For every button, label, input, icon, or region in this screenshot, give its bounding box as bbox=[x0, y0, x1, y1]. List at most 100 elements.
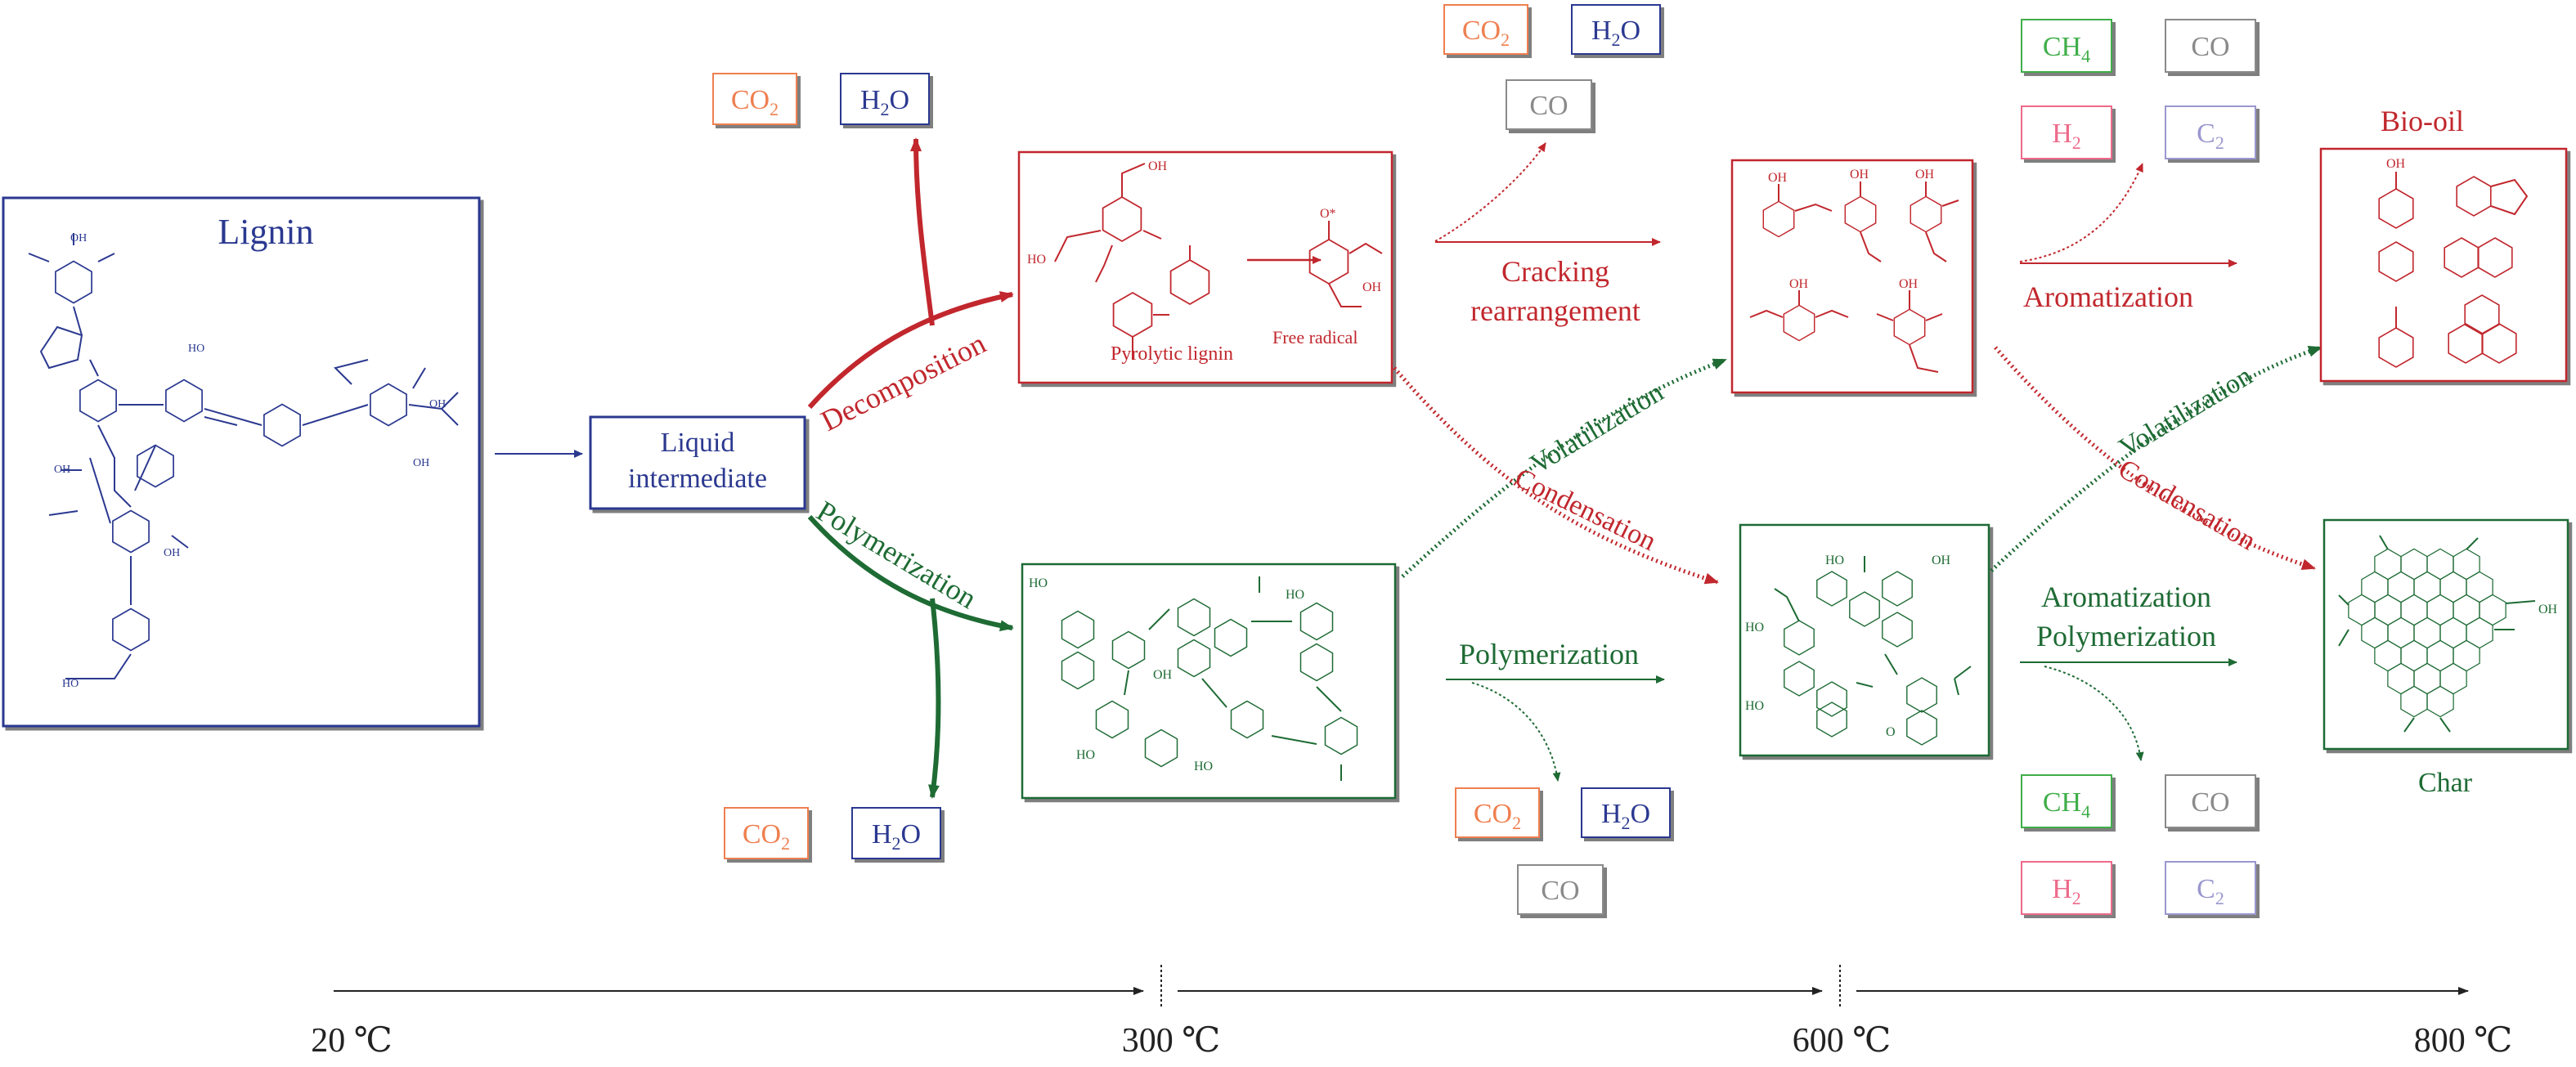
svg-text:HO: HO bbox=[1027, 253, 1046, 267]
char-structure bbox=[2338, 535, 2536, 733]
h2o-badge: H2O bbox=[1571, 4, 1661, 55]
condensed-aromatics-structure bbox=[1774, 556, 1972, 746]
temp-300: 300 ℃ bbox=[1122, 1022, 1220, 1060]
c2-badge: C2 bbox=[2165, 861, 2256, 915]
svg-text:OH: OH bbox=[1789, 277, 1809, 291]
svg-text:H2O: H2O bbox=[1591, 16, 1640, 50]
phenolics-node: OH OH OH OH OH bbox=[1730, 159, 1974, 394]
svg-text:HO: HO bbox=[1745, 621, 1764, 634]
h2o-badge: H2O bbox=[840, 73, 930, 125]
phenolics-atom-labels: OH OH OH OH OH bbox=[1768, 168, 1935, 291]
svg-text:H2: H2 bbox=[2052, 119, 2081, 153]
h2o-badge: H2O bbox=[851, 807, 941, 859]
arrow-polymerization-2-gases bbox=[1471, 682, 1561, 782]
arrow-cracking-gases bbox=[1434, 142, 1546, 242]
co2-badge: CO2 bbox=[712, 73, 797, 125]
svg-text:OH: OH bbox=[1362, 280, 1382, 294]
label-volatilization-2: Volatilization bbox=[2114, 361, 2258, 464]
svg-text:CO2: CO2 bbox=[1462, 16, 1510, 50]
svg-text:CH4: CH4 bbox=[2043, 787, 2090, 822]
condensed-aromatics-node: HO OH HO HO O bbox=[1739, 523, 1990, 757]
arrow-polymerization-gases bbox=[928, 598, 941, 799]
svg-text:CO: CO bbox=[1529, 91, 1568, 121]
pyrolytic-lignin-structure bbox=[1054, 163, 1383, 360]
co-badge: CO bbox=[2165, 774, 2256, 828]
svg-text:Aromatization: Aromatization bbox=[2041, 581, 2211, 613]
gas-group-1: CO2 H2O bbox=[712, 73, 930, 125]
svg-text:H2O: H2O bbox=[872, 819, 921, 854]
arrow-decomposition-gases bbox=[910, 137, 935, 326]
polymer-atom-labels: HO HO OH HO HO bbox=[1029, 576, 1304, 773]
gas-group-5: CH4 CO H2 C2 bbox=[2021, 19, 2256, 159]
gas-group-4: CO2 H2O CO bbox=[1455, 787, 1671, 915]
temp-600: 600 ℃ bbox=[1793, 1022, 1891, 1060]
label-condensation-2: Condensation bbox=[2113, 454, 2260, 557]
lignin-node: Lignin OH OH HO HO OH OH OH bbox=[2, 196, 481, 728]
svg-text:CO2: CO2 bbox=[731, 85, 779, 119]
arrow-aromatization-gases bbox=[2019, 163, 2143, 262]
label-condensation-1: Condensation bbox=[1510, 463, 1660, 557]
lignin-title: Lignin bbox=[218, 212, 313, 252]
phenolics-structure bbox=[1749, 182, 1959, 373]
arrow-volatilization-1 bbox=[1401, 357, 1727, 578]
svg-text:O: O bbox=[1886, 725, 1896, 739]
label-volatilization-1: Volatilization bbox=[1525, 377, 1669, 480]
condensed-atom-labels: HO OH HO HO O bbox=[1745, 554, 1951, 739]
svg-text:Cracking: Cracking bbox=[1501, 255, 1609, 288]
h2o-badge: H2O bbox=[1581, 787, 1671, 838]
label-pyrolytic-lignin: Pyrolytic lignin bbox=[1111, 343, 1233, 365]
arrow-polymerization bbox=[807, 514, 1014, 632]
svg-text:OH: OH bbox=[2538, 603, 2558, 616]
svg-text:CO: CO bbox=[2191, 787, 2229, 818]
svg-text:HO: HO bbox=[1194, 760, 1213, 773]
gas-group-2: CO2 H2O bbox=[724, 807, 941, 859]
label-decomposition: Decomposition bbox=[815, 327, 990, 438]
svg-text:CO2: CO2 bbox=[743, 819, 790, 854]
label-char: Char bbox=[2418, 768, 2473, 798]
svg-text:Liquid: Liquid bbox=[661, 428, 735, 458]
svg-text:OH: OH bbox=[1850, 168, 1869, 182]
label-polymerization-1: Polymerization bbox=[811, 495, 982, 616]
svg-text:OH: OH bbox=[1768, 171, 1788, 185]
svg-text:CO: CO bbox=[1541, 876, 1579, 906]
ch4-badge: CH4 bbox=[2021, 774, 2112, 828]
liquid-intermediate-node: Liquid intermediate bbox=[589, 415, 806, 510]
svg-text:HO: HO bbox=[1286, 588, 1304, 602]
co2-badge: CO2 bbox=[1443, 4, 1528, 55]
svg-text:HO: HO bbox=[188, 343, 204, 355]
arrow-condensation-2 bbox=[1994, 346, 2316, 571]
gas-group-3: CO2 H2O CO bbox=[1443, 4, 1661, 130]
svg-text:HO: HO bbox=[1745, 699, 1764, 713]
svg-text:C2: C2 bbox=[2197, 119, 2224, 153]
char-node: OH Char bbox=[2322, 518, 2569, 798]
temp-800: 800 ℃ bbox=[2414, 1022, 2512, 1060]
svg-text:OH: OH bbox=[1148, 159, 1168, 173]
svg-text:H2O: H2O bbox=[1601, 799, 1650, 833]
label-aromatization: Aromatization bbox=[2023, 280, 2193, 313]
svg-text:OH: OH bbox=[1899, 277, 1919, 291]
bio-oil-structures bbox=[2378, 172, 2529, 368]
svg-text:O*: O* bbox=[1320, 207, 1336, 221]
co2-badge: CO2 bbox=[724, 807, 809, 859]
co-badge: CO bbox=[2165, 19, 2256, 73]
svg-text:CO2: CO2 bbox=[1474, 799, 1521, 833]
co-badge: CO bbox=[1506, 79, 1592, 130]
svg-text:OH: OH bbox=[2386, 157, 2406, 171]
svg-text:OH: OH bbox=[1153, 668, 1173, 682]
svg-text:HO: HO bbox=[1029, 576, 1048, 590]
label-polymerization-2: Polymerization bbox=[1459, 638, 1639, 670]
svg-text:OH: OH bbox=[429, 398, 446, 410]
svg-text:OH: OH bbox=[1932, 554, 1951, 567]
svg-text:OH: OH bbox=[1915, 168, 1935, 182]
char-atom-labels: OH bbox=[2538, 603, 2558, 616]
bio-oil-node: Bio-oil OH bbox=[2319, 105, 2568, 383]
co2-badge: CO2 bbox=[1455, 787, 1540, 838]
polymer-structure bbox=[1061, 576, 1358, 781]
svg-text:CH4: CH4 bbox=[2043, 32, 2090, 66]
label-bio-oil: Bio-oil bbox=[2381, 105, 2464, 137]
svg-text:C2: C2 bbox=[2197, 874, 2224, 908]
svg-text:H2O: H2O bbox=[860, 85, 909, 119]
label-free-radical: Free radical bbox=[1272, 327, 1358, 347]
c2-badge: C2 bbox=[2165, 105, 2256, 159]
